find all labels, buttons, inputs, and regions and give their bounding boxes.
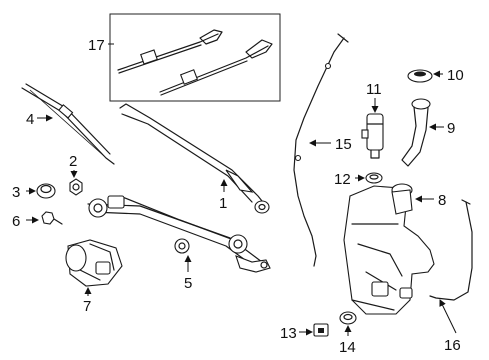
wiper-blade bbox=[21, 83, 115, 165]
callout-6: 6 bbox=[12, 213, 20, 230]
callout-10: 10 bbox=[447, 67, 464, 84]
washer-hose-short bbox=[429, 199, 473, 301]
nut bbox=[69, 178, 83, 196]
wiper-linkage bbox=[87, 195, 271, 273]
wiper-arm bbox=[119, 103, 270, 214]
cap bbox=[36, 183, 56, 199]
callout-2: 2 bbox=[69, 153, 77, 170]
callout-14: 14 bbox=[339, 339, 356, 356]
filler-cap bbox=[407, 69, 433, 83]
callout-11: 11 bbox=[366, 81, 382, 98]
callout-4: 4 bbox=[26, 111, 34, 128]
callout-7: 7 bbox=[83, 298, 91, 315]
callout-labels: 1 2 3 4 5 6 7 8 9 10 11 12 13 14 15 16 1… bbox=[12, 37, 464, 356]
washer-pump bbox=[361, 113, 384, 159]
leader-lines bbox=[26, 70, 457, 336]
callout-12: 12 bbox=[334, 171, 351, 188]
callout-5: 5 bbox=[184, 275, 192, 292]
callout-8: 8 bbox=[438, 192, 446, 209]
bolt bbox=[41, 211, 63, 225]
filler-neck bbox=[401, 98, 431, 167]
blade-set-inset bbox=[108, 13, 281, 102]
callout-3: 3 bbox=[12, 184, 20, 201]
grommet bbox=[365, 172, 383, 184]
callout-17: 17 bbox=[88, 37, 105, 54]
wiper-motor bbox=[65, 239, 123, 287]
callout-13: 13 bbox=[280, 325, 297, 342]
callout-1: 1 bbox=[219, 195, 227, 212]
plug bbox=[339, 311, 357, 325]
washer-reservoir bbox=[343, 183, 435, 315]
callout-9: 9 bbox=[447, 120, 455, 137]
connector bbox=[313, 323, 329, 337]
callout-16: 16 bbox=[444, 337, 461, 354]
callout-15: 15 bbox=[335, 136, 352, 153]
washer-hose-long bbox=[293, 33, 349, 267]
